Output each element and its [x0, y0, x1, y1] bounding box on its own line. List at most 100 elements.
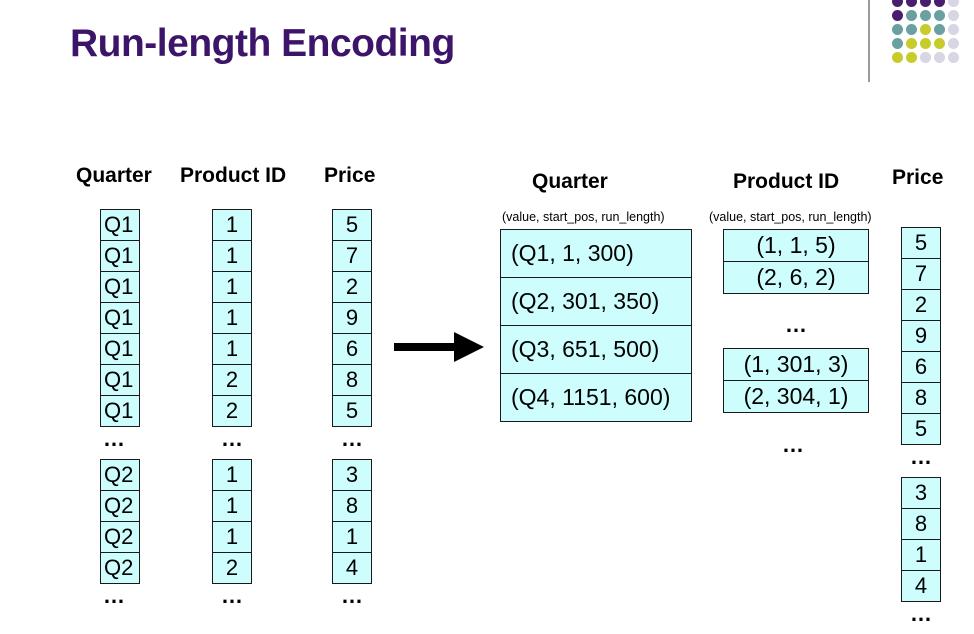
decorative-dot	[920, 10, 931, 21]
decorative-dot	[892, 10, 903, 21]
page-title: Run-length Encoding	[70, 22, 455, 65]
decorative-dot	[948, 24, 959, 35]
right-quarter-runs: (Q1, 1, 300)(Q2, 301, 350)(Q3, 651, 500)…	[500, 229, 692, 422]
quarter-cell: Q1	[100, 240, 140, 272]
price-cell: 1	[332, 521, 372, 553]
right-quarter-header: Quarter	[532, 170, 608, 193]
price-cell: 8	[901, 508, 941, 540]
right-arrow-icon	[394, 332, 484, 362]
ellipsis: …	[910, 601, 932, 626]
right-product-header: Product ID	[733, 170, 840, 193]
price-cell: 2	[332, 271, 372, 303]
quarter-cell: Q1	[100, 209, 140, 241]
decorative-dot	[920, 52, 931, 63]
price-cell: 5	[901, 227, 941, 259]
product-cell: 2	[212, 552, 252, 584]
decorative-dot	[906, 10, 917, 21]
decorative-dot	[920, 38, 931, 49]
decorative-dot	[906, 52, 917, 63]
decorative-dot	[892, 0, 903, 7]
product-cell: 1	[212, 490, 252, 522]
ellipsis: …	[221, 583, 243, 608]
product-run-cell: (2, 6, 2)	[723, 261, 869, 294]
price-cell: 5	[901, 413, 941, 445]
left-product-header: Product ID	[180, 164, 287, 187]
decorative-dot-grid	[888, 0, 974, 82]
product-run-cell: (1, 1, 5)	[723, 229, 869, 262]
quarter-run-cell: (Q1, 1, 300)	[500, 229, 692, 278]
right-price-header: Price	[892, 166, 944, 189]
quarter-cell: Q1	[100, 364, 140, 396]
quarter-format-caption: (value, start_pos, run_length)	[502, 210, 665, 224]
decorative-dot	[948, 52, 959, 63]
ellipsis: …	[103, 583, 125, 608]
decorative-dot	[934, 0, 945, 7]
ellipsis: …	[910, 444, 932, 469]
right-product-runs-group1: (1, 1, 5)(2, 6, 2)	[723, 229, 869, 294]
decorative-dot	[948, 10, 959, 21]
decorative-dot	[906, 0, 917, 7]
product-cell: 1	[212, 521, 252, 553]
decorative-dot	[892, 38, 903, 49]
quarter-cell: Q1	[100, 302, 140, 334]
right-product-runs-group2: (1, 301, 3)(2, 304, 1)	[723, 348, 869, 413]
quarter-run-cell: (Q4, 1151, 600)	[500, 373, 692, 422]
product-cell: 2	[212, 395, 252, 427]
left-quarter-header: Quarter	[76, 164, 152, 187]
price-cell: 4	[901, 570, 941, 602]
left-price-header: Price	[324, 164, 376, 187]
quarter-cell: Q2	[100, 490, 140, 522]
quarter-run-cell: (Q2, 301, 350)	[500, 277, 692, 326]
price-cell: 8	[332, 364, 372, 396]
decorative-dot	[906, 38, 917, 49]
product-format-caption: (value, start_pos, run_length)	[709, 210, 872, 224]
decorative-dot	[892, 52, 903, 63]
quarter-cell: Q2	[100, 552, 140, 584]
quarter-cell: Q1	[100, 333, 140, 365]
decorative-dot	[892, 24, 903, 35]
price-cell: 5	[332, 209, 372, 241]
price-cell: 6	[901, 351, 941, 383]
product-cell: 1	[212, 333, 252, 365]
price-cell: 6	[332, 333, 372, 365]
price-cell: 2	[901, 289, 941, 321]
decorative-dot	[934, 10, 945, 21]
decorative-dot	[920, 24, 931, 35]
quarter-cell: Q1	[100, 395, 140, 427]
product-cell: 1	[212, 302, 252, 334]
decorative-dot	[934, 52, 945, 63]
product-run-cell: (2, 304, 1)	[723, 380, 869, 413]
product-run-cell: (1, 301, 3)	[723, 348, 869, 381]
quarter-run-cell: (Q3, 651, 500)	[500, 325, 692, 374]
ellipsis: …	[785, 312, 807, 337]
price-cell: 7	[332, 240, 372, 272]
product-cell: 1	[212, 459, 252, 491]
product-cell: 1	[212, 271, 252, 303]
decorative-dot	[934, 24, 945, 35]
ellipsis: …	[103, 426, 125, 451]
decorative-dot	[906, 24, 917, 35]
quarter-cell: Q1	[100, 271, 140, 303]
price-cell: 3	[901, 477, 941, 509]
decorative-dot	[948, 0, 959, 7]
quarter-cell: Q2	[100, 459, 140, 491]
decorative-dot	[948, 38, 959, 49]
decorative-dot	[934, 38, 945, 49]
ellipsis: …	[341, 583, 363, 608]
ellipsis: …	[782, 432, 804, 457]
price-cell: 7	[901, 258, 941, 290]
product-cell: 1	[212, 240, 252, 272]
product-cell: 1	[212, 209, 252, 241]
price-cell: 1	[901, 539, 941, 571]
decorative-dot	[920, 0, 931, 7]
corner-divider-line	[868, 0, 870, 82]
quarter-cell: Q2	[100, 521, 140, 553]
price-cell: 8	[901, 382, 941, 414]
price-cell: 8	[332, 490, 372, 522]
price-cell: 9	[901, 320, 941, 352]
price-cell: 3	[332, 459, 372, 491]
